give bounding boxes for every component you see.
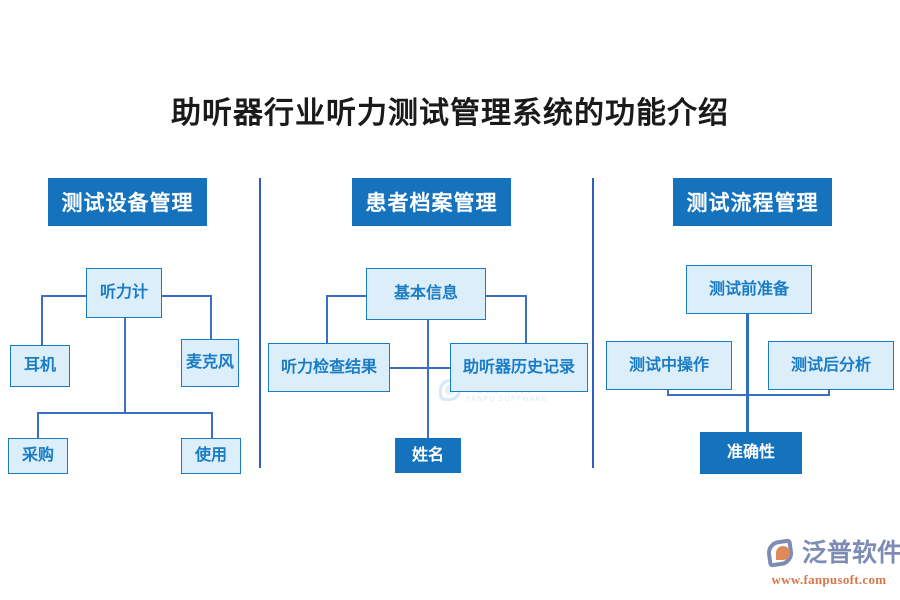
- connector-c1-left-vertical: [41, 295, 43, 345]
- brand-name-text: 泛普软件: [802, 539, 900, 567]
- connector-c1-left-horizontal: [41, 295, 86, 297]
- connector-c1-right-vertical: [210, 295, 212, 345]
- section-header-patient-records[interactable]: 患者档案管理: [352, 178, 511, 226]
- node-in-test-operation[interactable]: 测试中操作: [606, 341, 732, 390]
- connector-c2-right-vertical: [525, 295, 527, 343]
- connector-c2-right-horizontal: [486, 295, 526, 297]
- section-header-test-equipment[interactable]: 测试设备管理: [48, 178, 207, 226]
- node-hearing-test-results[interactable]: 听力检查结果: [268, 343, 390, 392]
- node-hearing-aid-history[interactable]: 助听器历史记录: [450, 343, 588, 392]
- node-post-test-analysis[interactable]: 测试后分析: [768, 341, 894, 390]
- node-microphone[interactable]: 麦克风: [181, 339, 239, 387]
- node-usage[interactable]: 使用: [181, 438, 241, 474]
- column-divider-2: [592, 178, 594, 468]
- node-basic-info[interactable]: 基本信息: [366, 268, 486, 320]
- connector-c1-bottom-left-vertical: [37, 412, 39, 438]
- page-title: 助听器行业听力测试管理系统的功能介绍: [171, 97, 729, 130]
- section-header-test-process[interactable]: 测试流程管理: [673, 178, 832, 226]
- connector-c1-right-horizontal: [161, 295, 211, 297]
- connector-c1-bottom-bar: [37, 412, 212, 414]
- brand-url-text: www.fanpusoft.com: [771, 572, 887, 587]
- column-divider-1: [259, 178, 261, 468]
- connector-c2-root-stem: [427, 320, 429, 440]
- connector-c3-bottom-bar: [667, 394, 829, 396]
- connector-c3-root-stem: [746, 314, 749, 440]
- node-earphone[interactable]: 耳机: [10, 345, 70, 387]
- brand-logo: 泛普软件 www.fanpusoft.com: [765, 536, 900, 590]
- node-pre-test-preparation[interactable]: 测试前准备: [686, 265, 812, 314]
- fanpu-logo-icon: [765, 538, 798, 568]
- node-procurement[interactable]: 采购: [8, 438, 68, 474]
- node-audiometer[interactable]: 听力计: [86, 268, 162, 318]
- connector-c2-left-vertical: [326, 295, 328, 343]
- logo-droplet-shape: [776, 546, 790, 560]
- connector-c2-left-horizontal: [326, 295, 366, 297]
- connector-c2-child-link: [389, 367, 489, 369]
- watermark-en-text: FANPU SOFTWARE: [466, 396, 548, 403]
- node-accuracy[interactable]: 准确性: [700, 432, 802, 474]
- connector-c1-root-stem: [124, 318, 126, 414]
- connector-c1-bottom-right-vertical: [211, 412, 213, 438]
- brand-logo-row: 泛普软件: [765, 536, 900, 570]
- node-name[interactable]: 姓名: [395, 438, 461, 473]
